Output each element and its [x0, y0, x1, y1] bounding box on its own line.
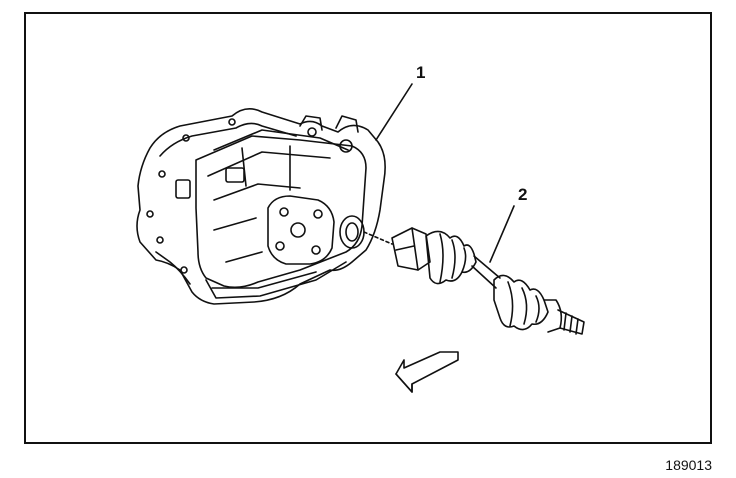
callout-label-1: 1: [416, 63, 426, 82]
callout-label-2: 2: [518, 185, 528, 204]
callout-leader-2: [489, 205, 515, 263]
transaxle-icon: [136, 108, 386, 305]
figure-id: 189013: [665, 457, 712, 473]
direction-arrow-icon: [395, 351, 459, 393]
callout-leader-1: [375, 83, 413, 141]
drive-axle-icon: [363, 227, 585, 335]
diagram-frame: [24, 12, 712, 444]
